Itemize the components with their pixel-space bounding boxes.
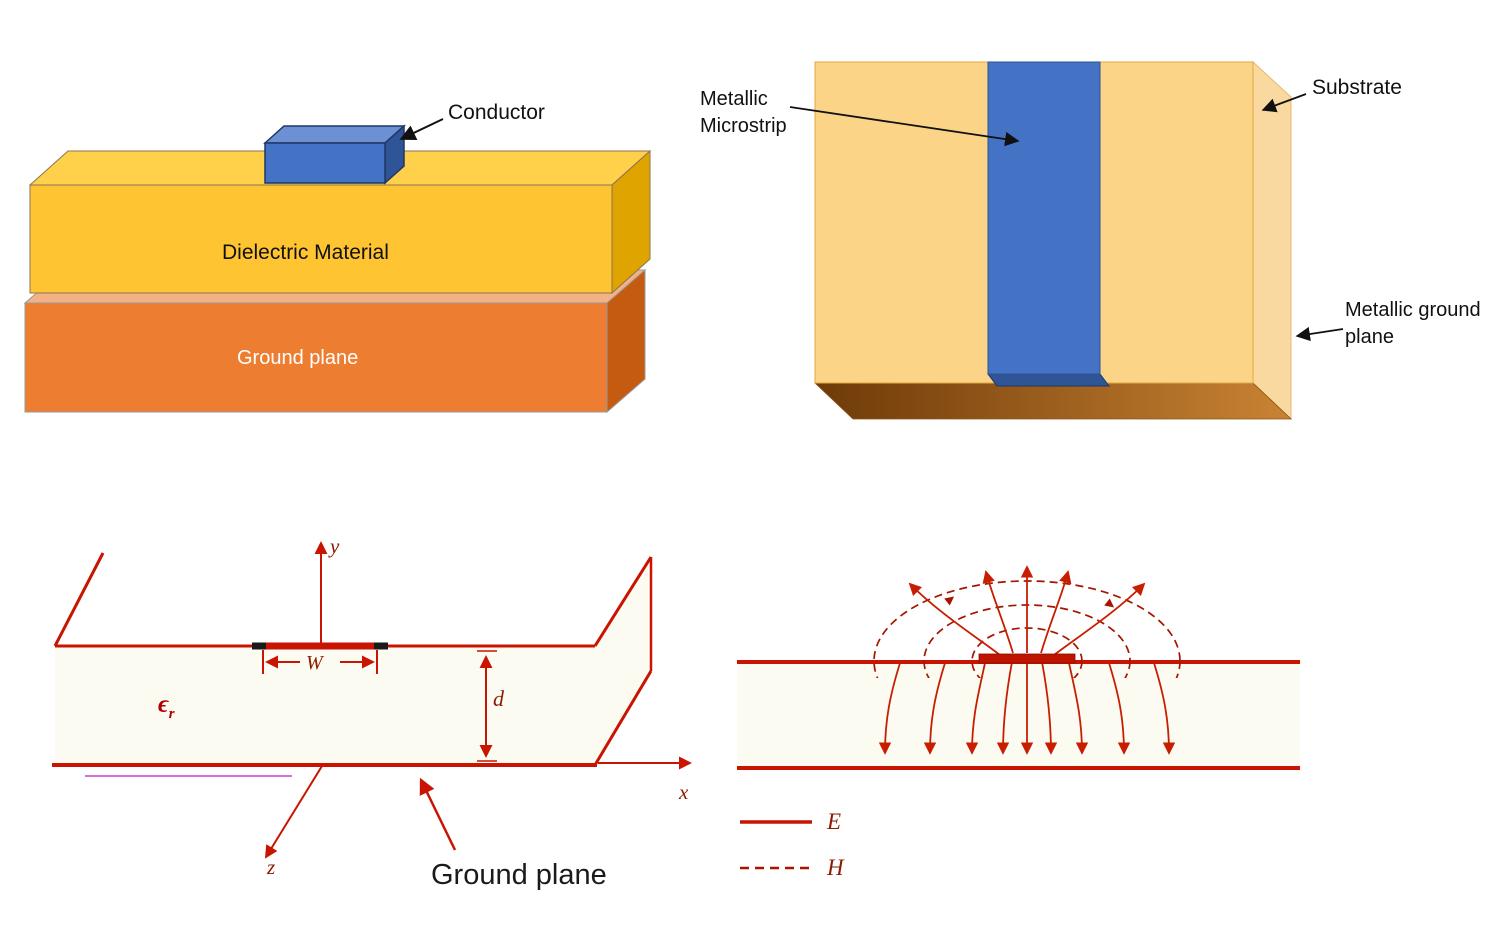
e-field-line-down-6 (1068, 662, 1089, 755)
metallic-ground-plane-face (813, 382, 1293, 420)
metallic-microstrip-label-line1: Metallic (700, 88, 768, 110)
e-field-line-down-2 (923, 662, 946, 755)
metallic-ground-plane-label-line2: plane (1345, 326, 1394, 348)
metallic-ground-plane-label-line1: Metallic ground (1345, 299, 1481, 321)
dielectric-slab-front-face (29, 184, 613, 294)
ground-plane-callout-arrow (419, 777, 457, 851)
z-axis-arrow (264, 765, 323, 859)
legend-e-label: E (827, 809, 842, 834)
e-field-line-down-3 (965, 662, 986, 755)
top-face-right-diagonal (593, 556, 653, 647)
legend-h-label: H (827, 855, 844, 880)
metallic-microstrip-label-line2: Microstrip (700, 115, 787, 137)
permittivity-subscript: r (168, 706, 175, 722)
field-strip-conductor (978, 653, 1076, 664)
e-field-line-down-4 (996, 661, 1013, 755)
h-field-arrowhead-right (1104, 598, 1115, 608)
top-face-left-diagonal (53, 552, 105, 647)
conductor-block-top-face (263, 125, 406, 144)
geometry-schematic-diagram (52, 541, 692, 859)
e-field-line-up-inner-right (1040, 570, 1072, 654)
e-field-line-up-outer-right (1053, 582, 1146, 656)
dielectric-material-label: Dielectric Material (222, 241, 389, 264)
permittivity-symbol: ϵ (158, 691, 169, 718)
substrate-right-face (1252, 60, 1292, 421)
e-field-line-down-5 (1041, 661, 1058, 755)
substrate-label: Substrate (1312, 76, 1402, 99)
e-field-line-down-7 (1108, 662, 1131, 755)
ground-plane-label-schematic: Ground plane (431, 859, 607, 891)
substrate-side-fill (595, 557, 651, 765)
h-field-arrowhead-left (944, 596, 955, 606)
microstrip-bottom-edge (987, 373, 1110, 387)
ground-slab-front-face (24, 302, 608, 413)
bottom-face-right-diagonal (593, 670, 653, 766)
permittivity-label: ϵr (158, 688, 175, 725)
field-lines-diagram (737, 565, 1300, 870)
substrate-pointer-arrow (1261, 93, 1307, 113)
e-field-line-down-1 (878, 662, 901, 755)
microstrip-3d-diagram-right (789, 60, 1344, 421)
conductor-block-front-face (264, 142, 386, 184)
field-substrate-fill (737, 662, 1300, 768)
e-field-line-up-outer-left (908, 582, 1001, 656)
ground-plane-pointer-arrow (1295, 326, 1344, 342)
conductor-label: Conductor (448, 101, 545, 124)
ground-plane-label-left: Ground plane (237, 347, 359, 369)
conductor-pointer-arrow (399, 118, 444, 141)
thickness-label: d (493, 686, 504, 711)
strip-width-label: W (306, 652, 323, 674)
substrate-cross-section-fill (55, 646, 595, 765)
z-axis-label: z (267, 855, 276, 879)
microstrip-strip (987, 61, 1101, 375)
e-field-line-up-inner-left (982, 570, 1014, 654)
microstrip-3d-diagram-left (23, 118, 652, 414)
y-axis-label: y (330, 534, 340, 558)
x-axis-label: x (679, 780, 689, 804)
microstrip-pointer-arrow (789, 106, 1020, 147)
e-field-line-down-8 (1153, 662, 1176, 755)
